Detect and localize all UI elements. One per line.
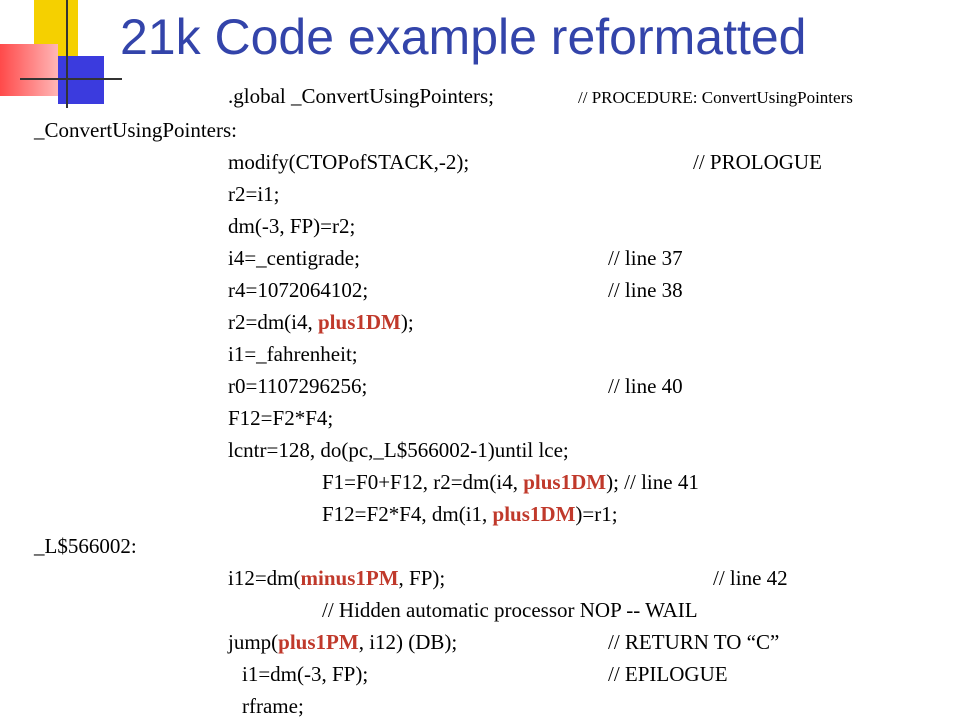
code-line: r2=dm(i4, plus1DM); — [228, 310, 414, 335]
deco-vertical-line — [66, 0, 68, 108]
code-line: F1=F0+F12, r2=dm(i4, plus1DM); // line 4… — [322, 470, 699, 495]
code-text: // PROLOGUE — [693, 150, 822, 174]
code-text: r2=i1; — [228, 182, 280, 206]
code-line: i12=dm(minus1PM, FP); — [228, 566, 445, 591]
code-line: jump(plus1PM, i12) (DB); — [228, 630, 457, 655]
code-keyword: plus1PM — [278, 630, 359, 654]
code-text: lcntr=128, do(pc,_L$566002-1)until lce; — [228, 438, 569, 462]
code-line: r4=1072064102; — [228, 278, 368, 303]
code-keyword: plus1DM — [523, 470, 607, 494]
code-keyword: plus1DM — [318, 310, 401, 334]
code-text: i1=dm(-3, FP); — [242, 662, 369, 686]
code-line: r2=i1; — [228, 182, 280, 207]
code-line: rframe; — [242, 694, 304, 719]
code-text: ); — [400, 310, 414, 334]
code-keyword: minus1PM — [300, 566, 399, 590]
code-text: r0=1107296256; — [228, 374, 368, 398]
code-text: // line 40 — [608, 374, 683, 398]
code-line: // RETURN TO “C” — [608, 630, 779, 655]
code-line: // line 40 — [608, 374, 683, 399]
code-line: // line 42 — [713, 566, 788, 591]
code-line: i1=_fahrenheit; — [228, 342, 358, 367]
code-text: rframe; — [242, 694, 304, 718]
code-text: , FP); — [398, 566, 446, 590]
code-keyword: plus1DM — [492, 502, 576, 526]
code-line: i1=dm(-3, FP); — [242, 662, 368, 687]
code-text: .global _ConvertUsingPointers; — [228, 84, 494, 108]
code-text: i1=_fahrenheit; — [228, 342, 358, 366]
code-line: i4=_centigrade; — [228, 246, 360, 271]
code-text: // Hidden automatic processor NOP -- WAI… — [322, 598, 698, 622]
code-text: i12=dm( — [228, 566, 301, 590]
code-line: modify(CTOPofSTACK,-2); — [228, 150, 469, 175]
code-line: // PROLOGUE — [693, 150, 822, 175]
code-text: // RETURN TO “C” — [608, 630, 780, 654]
code-line: dm(-3, FP)=r2; — [228, 214, 355, 239]
code-text: dm(-3, FP)=r2; — [228, 214, 356, 238]
code-text: // EPILOGUE — [608, 662, 728, 686]
code-line: // line 37 — [608, 246, 683, 271]
code-text: r4=1072064102; — [228, 278, 369, 302]
code-text: F12=F2*F4, dm(i1, — [322, 502, 493, 526]
code-text: // PROCEDURE: ConvertUsingPointers — [578, 88, 853, 107]
code-text: _L$566002: — [34, 534, 137, 558]
code-text: _ConvertUsingPointers: — [34, 118, 237, 142]
code-line: // Hidden automatic processor NOP -- WAI… — [322, 598, 698, 623]
deco-horizontal-line — [20, 78, 122, 80]
code-text: , i12) (DB); — [358, 630, 458, 654]
code-text: // line 37 — [608, 246, 683, 270]
code-line: lcntr=128, do(pc,_L$566002-1)until lce; — [228, 438, 569, 463]
code-text: ); // line 41 — [606, 470, 699, 494]
code-text: modify(CTOPofSTACK,-2); — [228, 150, 470, 174]
code-line: .global _ConvertUsingPointers; — [228, 84, 494, 109]
code-text: // line 42 — [713, 566, 788, 590]
deco-blue-square — [58, 56, 104, 104]
code-text: F12=F2*F4; — [228, 406, 334, 430]
code-text: i4=_centigrade; — [228, 246, 360, 270]
deco-red-square — [0, 44, 58, 96]
code-text: // line 38 — [608, 278, 683, 302]
code-line: // PROCEDURE: ConvertUsingPointers — [578, 85, 853, 110]
code-text: F1=F0+F12, r2=dm(i4, — [322, 470, 524, 494]
code-line: // line 38 — [608, 278, 683, 303]
code-text: r2=dm(i4, — [228, 310, 318, 334]
code-line: // EPILOGUE — [608, 662, 728, 687]
code-line: F12=F2*F4; — [228, 406, 333, 431]
code-line: _L$566002: — [34, 534, 137, 559]
code-text: )=r1; — [575, 502, 618, 526]
code-line: r0=1107296256; — [228, 374, 367, 399]
slide-title: 21k Code example reformatted — [120, 9, 807, 65]
code-text: jump( — [228, 630, 279, 654]
code-line: F12=F2*F4, dm(i1, plus1DM)=r1; — [322, 502, 618, 527]
code-line: _ConvertUsingPointers: — [34, 118, 237, 143]
